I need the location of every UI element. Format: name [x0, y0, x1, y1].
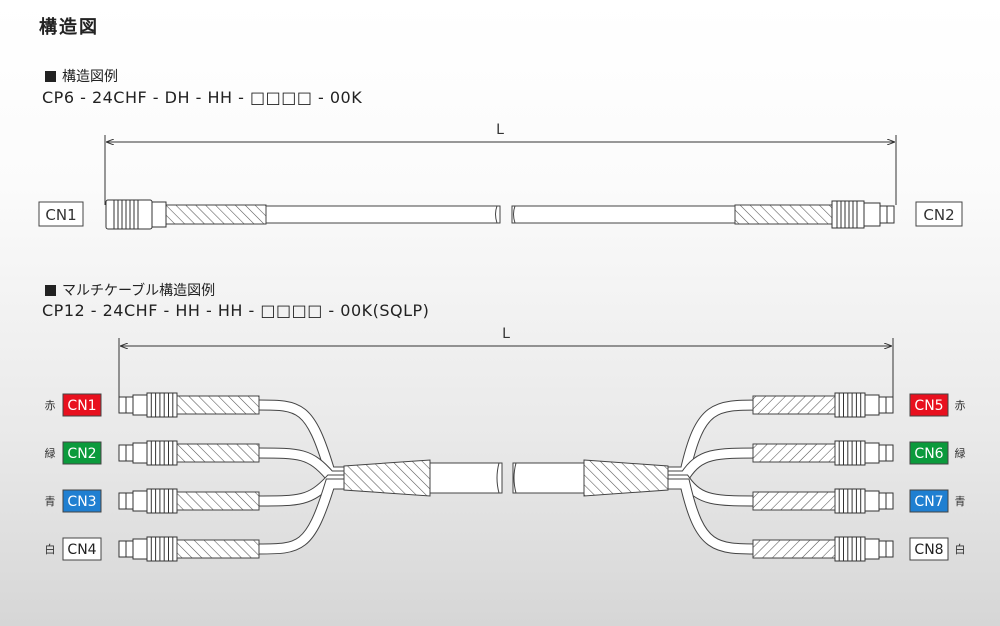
- section2-heading-text: マルチケーブル構造図例: [62, 283, 216, 299]
- connector-name: CN5: [914, 398, 943, 414]
- section1-dimension: L: [104, 122, 897, 205]
- section2-length-label: L: [502, 326, 510, 342]
- connector-badge: [909, 537, 949, 561]
- branch-wire-left-4: [257, 478, 350, 555]
- trunk-break-mark: [496, 462, 517, 494]
- bnc-connector-right-1: [752, 392, 894, 418]
- bnc-connector-right-4: [752, 536, 894, 562]
- connector-badge: [909, 441, 949, 465]
- section1-heading-text: 構造図例: [62, 69, 118, 85]
- connector-name: CN7: [914, 494, 943, 510]
- connector-label-left-1: CN1 赤: [45, 393, 102, 417]
- connector-label-left-4: CN4 白: [45, 537, 102, 561]
- connector-name: CN1: [67, 398, 96, 414]
- branch-wire-left-1: [257, 399, 350, 478]
- wire-color-label: 白: [955, 542, 966, 556]
- section2-heading: マルチケーブル構造図例: [45, 282, 215, 300]
- section1-length-label: L: [496, 122, 504, 138]
- connector-badge: [62, 489, 102, 513]
- connector-badge: [62, 393, 102, 417]
- wire-color-label: 緑: [45, 446, 56, 460]
- square-bullet-icon: [45, 285, 56, 296]
- connector-label-cn2: CN2: [915, 201, 963, 227]
- connector-label-right-4: CN8 白: [909, 537, 966, 561]
- wire-color-label: 赤: [955, 399, 966, 412]
- connector-name: CN4: [67, 542, 96, 558]
- wire-color-label: 赤: [45, 399, 56, 412]
- connector-left-plug: [105, 199, 167, 230]
- connector-label-right-1: CN5 赤: [909, 393, 966, 417]
- branch-wire-right-2: [662, 447, 761, 482]
- connector-name: CN8: [914, 542, 943, 558]
- connector-badge: [62, 537, 102, 561]
- connector-name: CN2: [67, 446, 96, 462]
- section1-heading: 構造図例: [45, 68, 118, 86]
- bnc-connector-left-3: [118, 488, 260, 514]
- connector-label-left-3: CN3 青: [45, 489, 102, 513]
- connector-label-right-3: CN7 青: [909, 489, 966, 513]
- svg-text:CN1: CN1: [45, 206, 76, 224]
- bnc-connector-right-3: [752, 488, 894, 514]
- section2-model-code: CP12 - 24CHF - HH - HH - □□□□ - 00K(SQLP…: [42, 301, 430, 320]
- trunk-jacket-left: [419, 462, 503, 494]
- wire-color-label: 青: [45, 495, 56, 508]
- trunk-jacket-right: [512, 462, 589, 494]
- connector-label-left-2: CN2 緑: [45, 441, 102, 465]
- section2-dimension: L: [118, 326, 894, 398]
- bnc-connector-right-2: [752, 440, 894, 466]
- connector-badge: [909, 393, 949, 417]
- trunk-sleeve-right: [583, 459, 669, 497]
- connector-name: CN3: [67, 494, 96, 510]
- bnc-connector-left-2: [118, 440, 260, 466]
- connector-right-plug: [831, 200, 895, 229]
- branch-wire-right-1: [662, 399, 761, 478]
- wire-color-label: 青: [955, 495, 966, 508]
- wire-color-label: 緑: [955, 446, 966, 460]
- connector-label-right-2: CN6 緑: [909, 441, 966, 465]
- trunk-sleeve-left: [343, 459, 431, 497]
- connector-name: CN6: [914, 446, 943, 462]
- connector-label-cn1: CN1: [38, 201, 84, 227]
- bnc-connector-left-4: [118, 536, 260, 562]
- bnc-connector-left-1: [118, 392, 260, 418]
- wire-color-label: 白: [45, 542, 56, 556]
- branch-wire-right-4: [662, 478, 761, 555]
- branch-wire-left-2: [257, 447, 350, 482]
- section1-cable: [105, 199, 895, 230]
- connector-badge: [909, 489, 949, 513]
- section1-model-code: CP6 - 24CHF - DH - HH - □□□□ - 00K: [42, 88, 363, 107]
- page-title: 構造図: [39, 17, 99, 38]
- square-bullet-icon: [45, 71, 56, 82]
- svg-text:CN2: CN2: [923, 206, 954, 224]
- section2-multi-cable: [118, 392, 894, 562]
- section2-connector-labels: CN1 赤 CN2 緑 CN3 青 CN4 白 CN5 赤 CN6 緑 CN7 青 CN8 白: [45, 393, 966, 561]
- connector-badge: [62, 441, 102, 465]
